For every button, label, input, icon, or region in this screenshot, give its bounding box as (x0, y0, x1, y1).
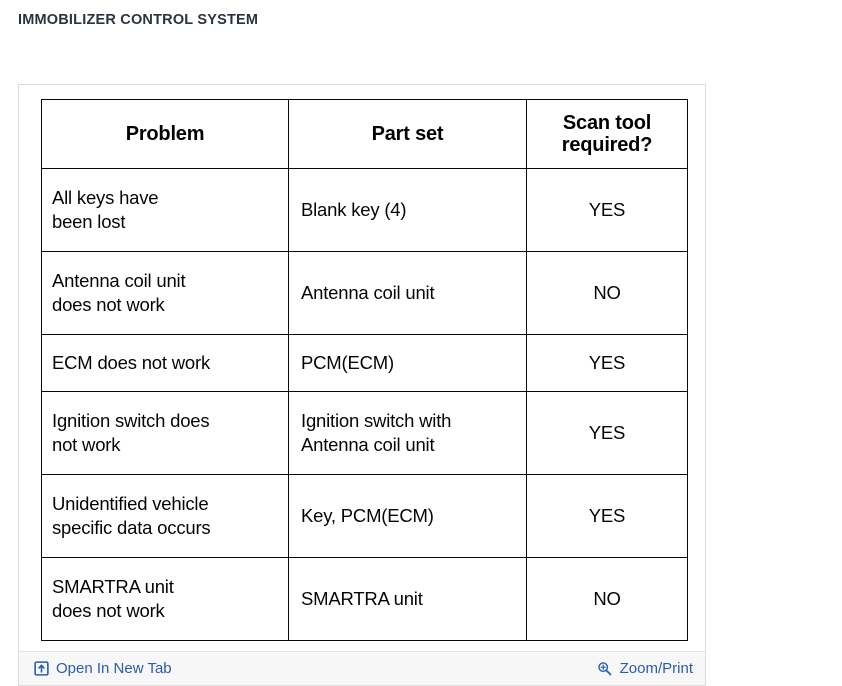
table-row: ECM does not work PCM(ECM) YES (41, 334, 688, 392)
problem-line2: does not work (52, 600, 165, 621)
problem-line2: does not work (52, 294, 165, 315)
open-in-new-tab-icon (33, 661, 49, 677)
problem-line1: Ignition switch does (52, 410, 210, 432)
part-set-text: SMARTRA unit (301, 588, 423, 610)
column-header-scan-tool-line2: required? (561, 134, 653, 156)
scan-tool-value: YES (588, 422, 626, 444)
scan-tool-value: YES (588, 199, 626, 221)
cell-part-set: PCM(ECM) (288, 334, 527, 392)
cell-problem: SMARTRA unit does not work (41, 557, 289, 641)
cell-part-set: Antenna coil unit (288, 251, 527, 335)
cell-part-set: SMARTRA unit (288, 557, 527, 641)
problem-line1: ECM does not work (52, 352, 211, 374)
figure-footer-bar: Open In New Tab Zoom/Print (19, 651, 705, 685)
part-set-text: Key, PCM(ECM) (301, 505, 434, 527)
cell-part-set: Key, PCM(ECM) (288, 474, 527, 558)
cell-scan-tool-required: YES (526, 474, 688, 558)
column-header-problem: Problem (41, 99, 289, 169)
cell-part-set: Ignition switch with Antenna coil unit (288, 391, 527, 475)
part-set-line1: Ignition switch with (301, 410, 452, 432)
problem-line2: been lost (52, 211, 126, 232)
table-row: Unidentified vehicle specific data occur… (41, 474, 688, 558)
part-set-line2: Antenna coil unit (301, 434, 435, 455)
problem-line1: Unidentified vehicle (52, 493, 209, 515)
problem-line1: All keys have (52, 187, 159, 209)
scan-tool-value: NO (593, 588, 621, 610)
magnifier-plus-icon (597, 661, 613, 677)
cell-problem: Ignition switch does not work (41, 391, 289, 475)
problem-line2: not work (52, 434, 121, 455)
cell-scan-tool-required: NO (526, 557, 688, 641)
page-title: IMMOBILIZER CONTROL SYSTEM (18, 12, 259, 28)
figure-image-area: Problem Part set Scan tool required? All… (19, 85, 705, 651)
problem-line2: specific data occurs (52, 517, 211, 538)
column-header-scan-tool-line1: Scan tool (562, 111, 652, 134)
column-header-scan-tool-required: Scan tool required? (526, 99, 688, 169)
table-row: Ignition switch does not work Ignition s… (41, 391, 688, 475)
table-row: Antenna coil unit does not work Antenna … (41, 251, 688, 335)
column-header-part-set: Part set (288, 99, 527, 169)
part-set-text: Antenna coil unit (301, 282, 435, 304)
cell-problem: Antenna coil unit does not work (41, 251, 289, 335)
scan-tool-value: YES (588, 352, 626, 374)
cell-scan-tool-required: YES (526, 168, 688, 252)
problem-line1: Antenna coil unit (52, 270, 186, 292)
cell-problem: All keys have been lost (41, 168, 289, 252)
zoom-print-label: Zoom/Print (619, 660, 693, 677)
cell-problem: Unidentified vehicle specific data occur… (41, 474, 289, 558)
immobilizer-troubleshooting-table: Problem Part set Scan tool required? All… (41, 99, 688, 641)
open-in-new-tab-link[interactable]: Open In New Tab (33, 660, 172, 677)
table-row: SMARTRA unit does not work SMARTRA unit … (41, 557, 688, 641)
cell-scan-tool-required: YES (526, 334, 688, 392)
zoom-print-link[interactable]: Zoom/Print (597, 660, 693, 677)
scan-tool-value: YES (588, 505, 626, 527)
problem-line1: SMARTRA unit (52, 576, 174, 598)
cell-part-set: Blank key (4) (288, 168, 527, 252)
cell-problem: ECM does not work (41, 334, 289, 392)
cell-scan-tool-required: NO (526, 251, 688, 335)
part-set-text: Blank key (4) (301, 199, 407, 221)
open-in-new-tab-label: Open In New Tab (56, 660, 172, 677)
table-row: All keys have been lost Blank key (4) YE… (41, 168, 688, 252)
figure-panel: Problem Part set Scan tool required? All… (18, 84, 706, 686)
table-header-row: Problem Part set Scan tool required? (41, 99, 688, 169)
part-set-text: PCM(ECM) (301, 352, 394, 374)
cell-scan-tool-required: YES (526, 391, 688, 475)
scan-tool-value: NO (593, 282, 621, 304)
